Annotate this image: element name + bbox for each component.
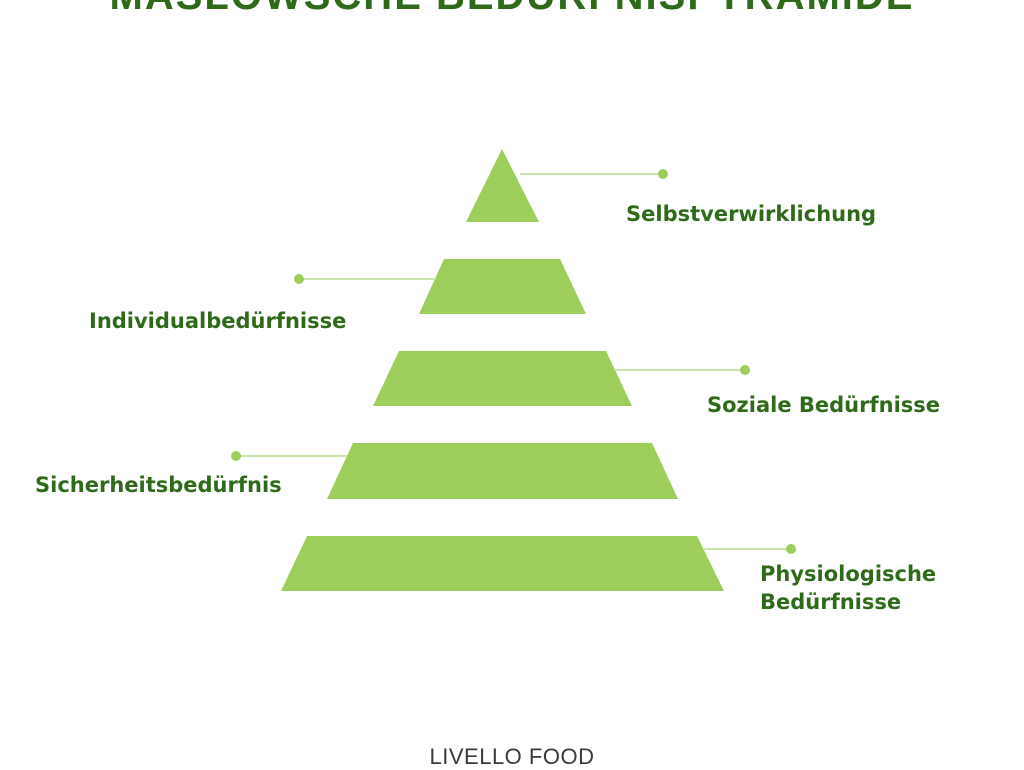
pyramid-level-3 [373, 351, 750, 406]
pyramid-tier-2 [419, 259, 586, 314]
connector-dot-2 [294, 274, 304, 284]
footer-brand: LIVELLO FOOD [429, 744, 595, 769]
pyramid-level-5 [281, 536, 796, 591]
pyramid-tier-1 [466, 149, 539, 222]
pyramid-tier-3 [373, 351, 632, 406]
pyramid-level-1 [466, 149, 668, 222]
connector-dot-4 [231, 451, 241, 461]
connector-dot-3 [740, 365, 750, 375]
connector-dot-1 [658, 169, 668, 179]
label-selbstverwirklichung: Selbstverwirklichung [626, 202, 877, 226]
pyramid-tier-4 [327, 443, 678, 499]
label-individualbeduerfnisse: Individualbedürfnisse [89, 309, 347, 333]
pyramid-tier-5 [281, 536, 724, 591]
pyramid-level-2 [294, 259, 586, 314]
label-soziale-beduerfnisse: Soziale Bedürfnisse [707, 393, 941, 417]
label-physiologische-beduerfnisse: Physiologische Bedürfnisse [760, 562, 937, 614]
label-sicherheitsbeduerfnis: Sicherheitsbedürfnis [35, 473, 282, 497]
connector-dot-5 [786, 544, 796, 554]
pyramid-level-4 [231, 443, 678, 499]
diagram-title: MASLOWSCHE BEDÜRFNISPYRAMIDE [0, 0, 1024, 19]
